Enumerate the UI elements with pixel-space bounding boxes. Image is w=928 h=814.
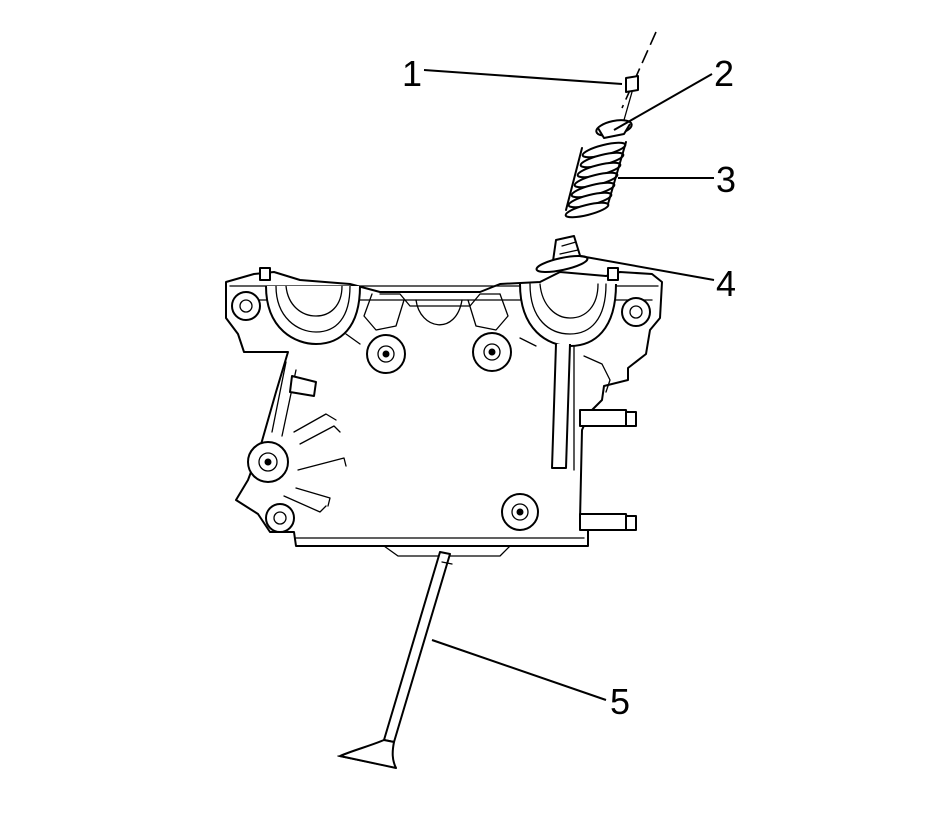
leader-line-5 (431, 639, 607, 701)
callout-1: 1 (402, 53, 422, 94)
leader-line-2 (613, 73, 713, 131)
valve (337, 551, 453, 769)
callout-2: 2 (714, 53, 734, 94)
callout-4: 4 (716, 263, 736, 304)
cylinder-head (225, 267, 663, 557)
callout-5: 5 (610, 681, 630, 722)
callout-3: 3 (716, 159, 736, 200)
valve-spring-retainer (595, 119, 633, 139)
valve-axis-centerline (621, 31, 657, 109)
valve-keeper (623, 75, 639, 121)
valve-stem-oil-seal (535, 235, 589, 273)
leader-line-1 (423, 69, 623, 85)
leader-line-4 (579, 255, 715, 281)
valve-spring (564, 141, 627, 219)
